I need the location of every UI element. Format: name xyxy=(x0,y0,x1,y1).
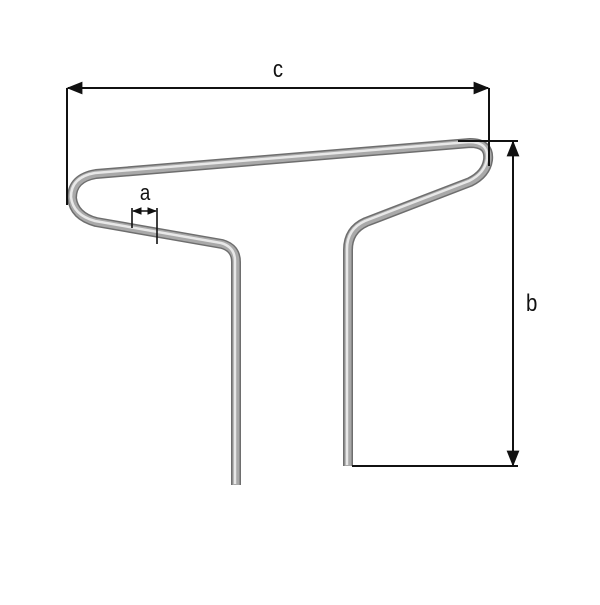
dimension-label-a: a xyxy=(139,180,151,205)
dimension-label-c: c xyxy=(272,56,284,83)
dimension-b xyxy=(352,140,520,467)
dimension-label-b: b xyxy=(526,290,538,317)
tube-stand xyxy=(67,138,494,485)
dimension-a xyxy=(131,207,158,244)
dimension-c xyxy=(66,81,490,205)
